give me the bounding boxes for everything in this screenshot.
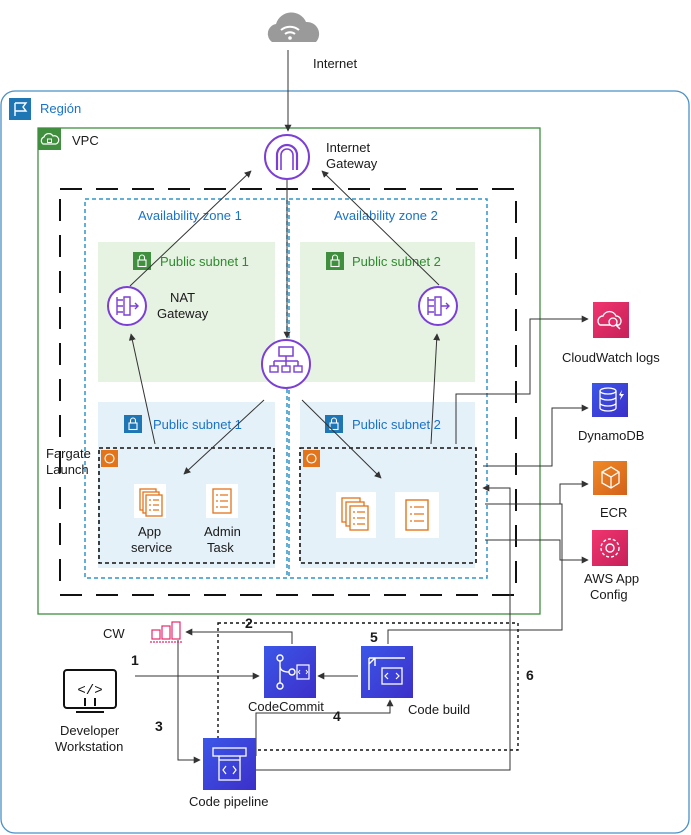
region-label: Región (40, 101, 81, 116)
codecommit-icon (264, 646, 316, 698)
ecr-label: ECR (600, 505, 627, 520)
internet-label: Internet (313, 56, 357, 71)
subnet-lock-icon (325, 415, 343, 433)
availability-zone-1 (84, 198, 288, 579)
cw-label: CW (103, 626, 125, 641)
cloudwatch-logs-label: CloudWatch logs (562, 350, 660, 365)
aws-app-config-label: AWS App (584, 571, 639, 586)
fargate-icon (101, 450, 118, 467)
internet-cloud-icon (267, 12, 320, 42)
vpc-cloud-icon (38, 128, 61, 150)
fargate-task-box-2 (299, 447, 477, 564)
step-6-label: 6 (526, 667, 534, 683)
nat-gateway-icon (107, 286, 147, 326)
region-flag-icon (9, 98, 31, 120)
app-service-label-2: service (131, 540, 172, 555)
code-build-icon (361, 646, 413, 698)
pipeline-dashed-box (217, 622, 519, 751)
az1-label: Availability zone 1 (138, 208, 242, 223)
aws-app-config-label-2: Config (590, 587, 628, 602)
ecr-icon (593, 461, 627, 495)
az2-label: Availability zone 2 (334, 208, 438, 223)
dynamodb-icon (592, 383, 628, 417)
internet-gateway-label: Internet (326, 140, 370, 155)
admin-task-icon (206, 484, 238, 518)
step-2-label: 2 (245, 615, 253, 631)
load-balancer-icon (261, 339, 311, 389)
developer-label-2: Workstation (55, 739, 123, 754)
public-subnet-2-top-label: Public subnet 2 (352, 254, 441, 269)
codecommit-label: CodeCommit (248, 699, 324, 714)
internet-gateway-icon (264, 134, 310, 180)
fargate-label: Fargate (46, 446, 91, 461)
subnet-lock-icon (326, 252, 344, 270)
developer-label: Developer (60, 723, 120, 738)
app-service-icon (336, 492, 376, 538)
aws-app-config-icon (592, 530, 628, 566)
connector-lines (128, 50, 589, 771)
availability-zone-2 (288, 198, 488, 579)
step-1-label: 1 (131, 652, 139, 668)
app-service-label: App (138, 524, 161, 539)
fargate-icon (303, 450, 320, 467)
dynamodb-label: DynamoDB (578, 428, 644, 443)
step-3-label: 3 (155, 718, 163, 734)
fargate-label-2: Launch (46, 462, 89, 477)
nat-gateway-label-2: Gateway (157, 306, 209, 321)
subnet-lock-icon (124, 415, 142, 433)
subnet-lock-icon (133, 252, 151, 270)
admin-task-icon (395, 492, 439, 538)
internet-gateway-label-2: Gateway (326, 156, 378, 171)
step-4-label: 4 (333, 708, 341, 724)
region-boundary (0, 90, 690, 834)
vpc-label: VPC (72, 133, 99, 148)
cloudwatch-logs-icon (593, 302, 629, 338)
fargate-task-box-1 (98, 447, 275, 564)
nat-gateway-label: NAT (170, 290, 195, 305)
app-service-icon (134, 484, 166, 518)
fargate-cluster-boundary (59, 188, 517, 596)
public-subnet-1-bottom-label: Public subnet 1 (153, 417, 242, 432)
svg-text:</>: </> (77, 683, 102, 699)
step-5-label: 5 (370, 629, 378, 645)
nat-gateway-icon (418, 286, 458, 326)
public-subnet-2-bottom-label: Public subnet 2 (352, 417, 441, 432)
admin-task-label-2: Task (207, 540, 234, 555)
cw-alarm-icon (150, 621, 183, 643)
developer-workstation-icon: </> (63, 669, 117, 713)
admin-task-label: Admin (204, 524, 241, 539)
code-pipeline-label: Code pipeline (189, 794, 269, 809)
public-subnet-1-top-label: Public subnet 1 (160, 254, 249, 269)
code-pipeline-icon (203, 738, 256, 790)
code-build-label: Code build (408, 702, 470, 717)
